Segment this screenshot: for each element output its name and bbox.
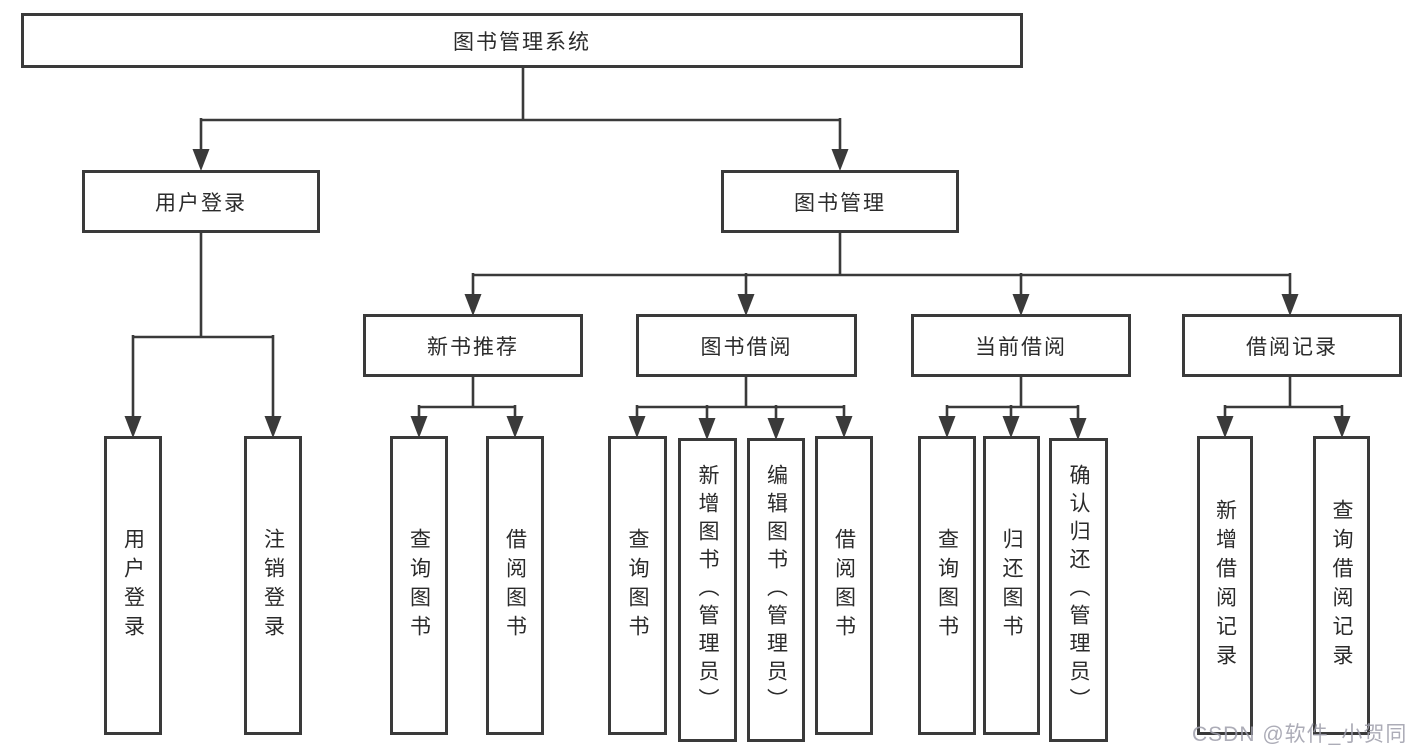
leaf-query-books-current: 查询图书 [918, 436, 976, 735]
leaf-label: 查询图书 [626, 527, 649, 644]
leaf-label: 借阅图书 [832, 527, 856, 644]
leaf-logout: 注销登录 [244, 436, 302, 735]
leaf-label: 用户登录 [121, 527, 145, 644]
node-label: 新书推荐 [427, 335, 519, 359]
leaf-borrow-books: 借阅图书 [815, 436, 873, 735]
node-label: 当前借阅 [975, 335, 1067, 359]
node-current-borrowing: 当前借阅 [911, 314, 1131, 377]
node-label: 图书管理 [794, 191, 886, 215]
leaf-label: 编辑图书（管理员） [764, 464, 788, 716]
leaf-return-books: 归还图书 [983, 436, 1040, 735]
leaf-label: 借阅图书 [503, 527, 527, 644]
leaf-add-books-admin: 新增图书（管理员） [678, 438, 737, 742]
node-new-book-recommend: 新书推荐 [363, 314, 583, 377]
leaf-confirm-return-admin: 确认归还（管理员） [1049, 438, 1108, 742]
leaf-label: 查询借阅记录 [1330, 498, 1353, 673]
node-label: 图书管理系统 [453, 30, 591, 54]
node-book-management: 图书管理 [721, 170, 959, 233]
leaf-label: 归还图书 [1000, 527, 1023, 644]
node-label: 借阅记录 [1246, 335, 1338, 359]
leaf-query-books-recommend: 查询图书 [390, 436, 448, 735]
arrowheads [124, 149, 1351, 440]
node-library-management-system: 图书管理系统 [21, 13, 1023, 68]
node-label: 用户登录 [155, 191, 247, 215]
node-label: 图书借阅 [700, 335, 793, 359]
leaf-label: 注销登录 [261, 527, 285, 644]
leaf-edit-books-admin: 编辑图书（管理员） [747, 438, 805, 742]
leaf-label: 查询图书 [407, 527, 431, 644]
node-book-borrowing: 图书借阅 [636, 314, 857, 377]
leaf-label: 确认归还（管理员） [1067, 464, 1090, 716]
leaf-borrow-books-recommend: 借阅图书 [486, 436, 544, 735]
leaf-add-borrow-record: 新增借阅记录 [1197, 436, 1253, 735]
leaf-query-books-borrowing: 查询图书 [608, 436, 667, 735]
leaf-label: 查询图书 [935, 527, 959, 644]
watermark: CSDN @软件_小贺同学 [1192, 723, 1405, 746]
node-user-login: 用户登录 [82, 170, 320, 233]
leaf-query-borrow-record: 查询借阅记录 [1313, 436, 1370, 735]
leaf-label: 新增图书（管理员） [696, 464, 719, 716]
leaf-user-login: 用户登录 [104, 436, 162, 735]
leaf-label: 新增借阅记录 [1213, 498, 1237, 673]
node-borrowing-records: 借阅记录 [1182, 314, 1402, 377]
